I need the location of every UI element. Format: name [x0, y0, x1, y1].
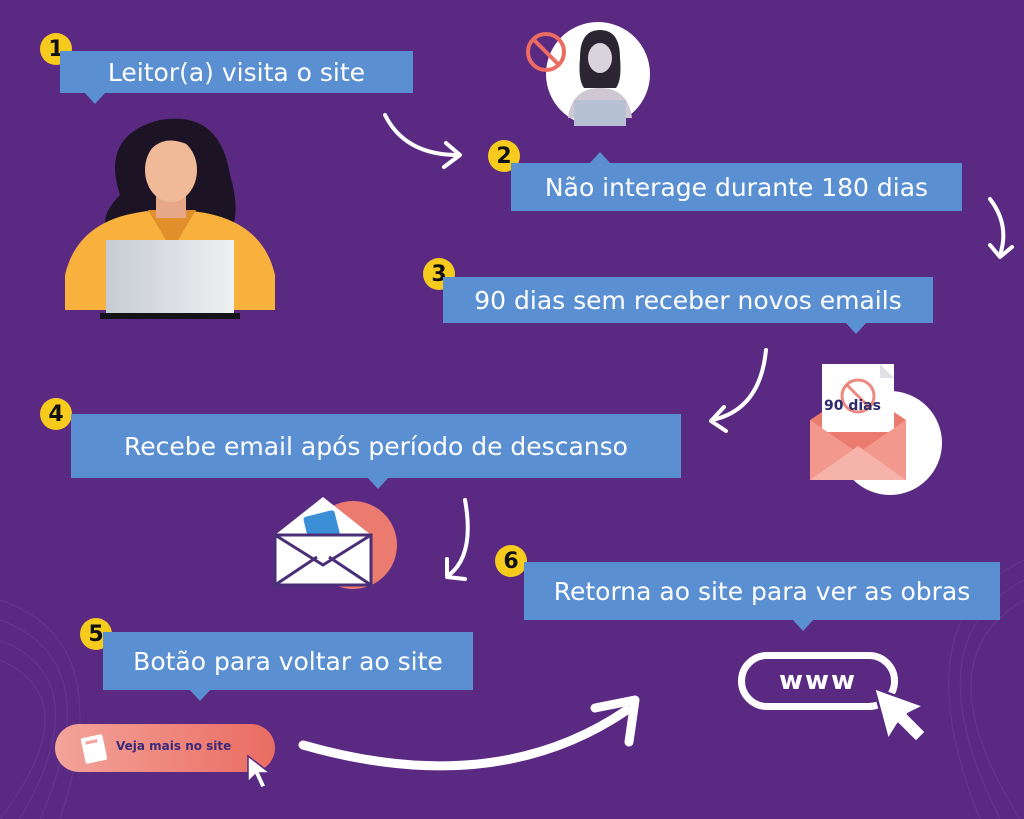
see-more-button-label: Veja mais no site: [116, 739, 232, 753]
step-6-tail: [792, 619, 814, 631]
arrow-2-to-3: [988, 197, 1014, 259]
envelope-label: 90 dias: [824, 398, 881, 414]
step-2-bubble: Não interage durante 180 dias: [511, 152, 962, 211]
see-more-button[interactable]: Veja mais no site: [55, 724, 275, 772]
paused-email-envelope: [810, 364, 942, 495]
step-1-tail: [84, 92, 106, 104]
www-label: www: [778, 666, 858, 696]
step-1-text: Leitor(a) visita o site: [107, 57, 366, 87]
arrow-5-to-6: [298, 695, 640, 771]
step-1-bubble: Leitor(a) visita o site: [60, 51, 413, 104]
book-icon: [80, 734, 108, 764]
cursor-arrow-icon: [247, 754, 273, 789]
step-2-tail: [589, 152, 611, 164]
email-with-book-envelope: [273, 497, 397, 589]
step-5-text: Botão para voltar ao site: [133, 646, 443, 676]
www-pill: www: [738, 652, 898, 710]
step-3-tail: [845, 322, 867, 334]
inactive-user-avatar: [526, 22, 650, 126]
step-6-text: Retorna ao site para ver as obras: [553, 576, 971, 606]
step-3-badge: 3: [423, 258, 455, 290]
step-5-bubble: Botão para voltar ao site: [103, 632, 473, 701]
step-6-bubble: Retorna ao site para ver as obras: [524, 562, 1000, 631]
step-6-badge: 6: [495, 545, 527, 577]
step-2-text: Não interage durante 180 dias: [544, 172, 929, 202]
arrow-3-to-4: [709, 348, 768, 433]
arrow-4-to-5: [445, 498, 470, 581]
step-3-text: 90 dias sem receber novos emails: [474, 285, 902, 315]
step-4-text: Recebe email após período de descanso: [124, 431, 628, 461]
step-4-bubble: Recebe email após período de descanso: [71, 414, 681, 489]
woman-laptop-illustration: [65, 118, 275, 319]
step-3-bubble: 90 dias sem receber novos emails: [443, 277, 933, 334]
step-4-tail: [367, 477, 389, 489]
step-4-badge: 4: [40, 398, 72, 430]
www-cursor-icon: [872, 686, 928, 744]
arrow-1-to-2: [383, 113, 462, 169]
step-5-tail: [189, 689, 211, 701]
